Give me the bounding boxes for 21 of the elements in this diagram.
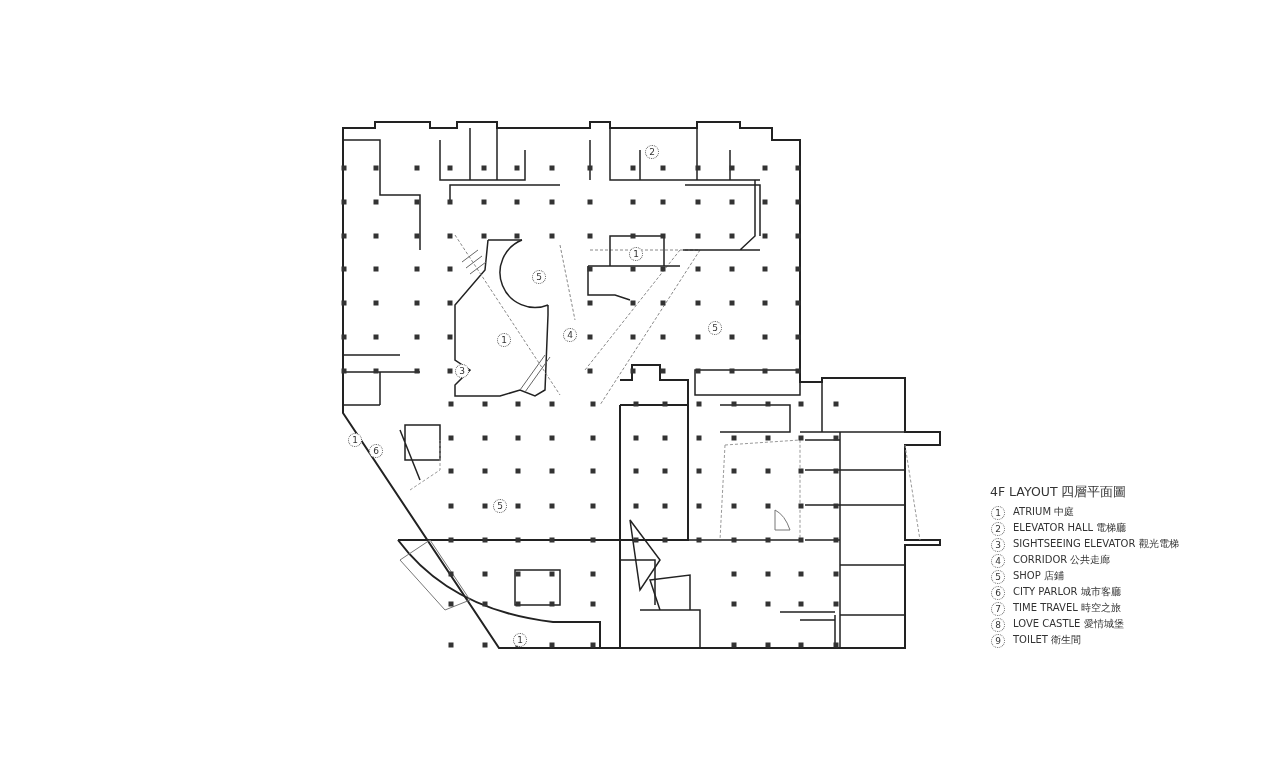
callout-number: 1 [497, 333, 511, 347]
callout-number: 2 [645, 145, 659, 159]
legend-text: ELEVATOR HALL 電梯廳 [1013, 522, 1127, 534]
legend-text: CORRIDOR 公共走廊 [1013, 554, 1111, 566]
legend-text: SIGHTSEEING ELEVATOR 觀光電梯 [1013, 538, 1179, 550]
legend-text: TIME TRAVEL 時空之旅 [1013, 602, 1121, 614]
legend-text: TOILET 衛生間 [1013, 634, 1082, 646]
callout-number: 5 [532, 270, 546, 284]
legend-text: SHOP 店鋪 [1013, 570, 1064, 582]
plan-title: 4F LAYOUT 四層平面圖 [990, 484, 1127, 501]
callout-number: 1 [348, 433, 362, 447]
callout-number: 6 [369, 444, 383, 458]
callout-number: 5 [708, 321, 722, 335]
callout-number: 5 [493, 499, 507, 513]
callout-number: 3 [455, 364, 469, 378]
legend-text: LOVE CASTLE 愛情城堡 [1013, 618, 1124, 630]
callout-number: 1 [629, 247, 643, 261]
legend-text: ATRIUM 中庭 [1013, 506, 1075, 518]
callout-number: 1 [513, 633, 527, 647]
callout-number: 4 [563, 328, 577, 342]
legend-text: CITY PARLOR 城市客廳 [1013, 586, 1121, 598]
